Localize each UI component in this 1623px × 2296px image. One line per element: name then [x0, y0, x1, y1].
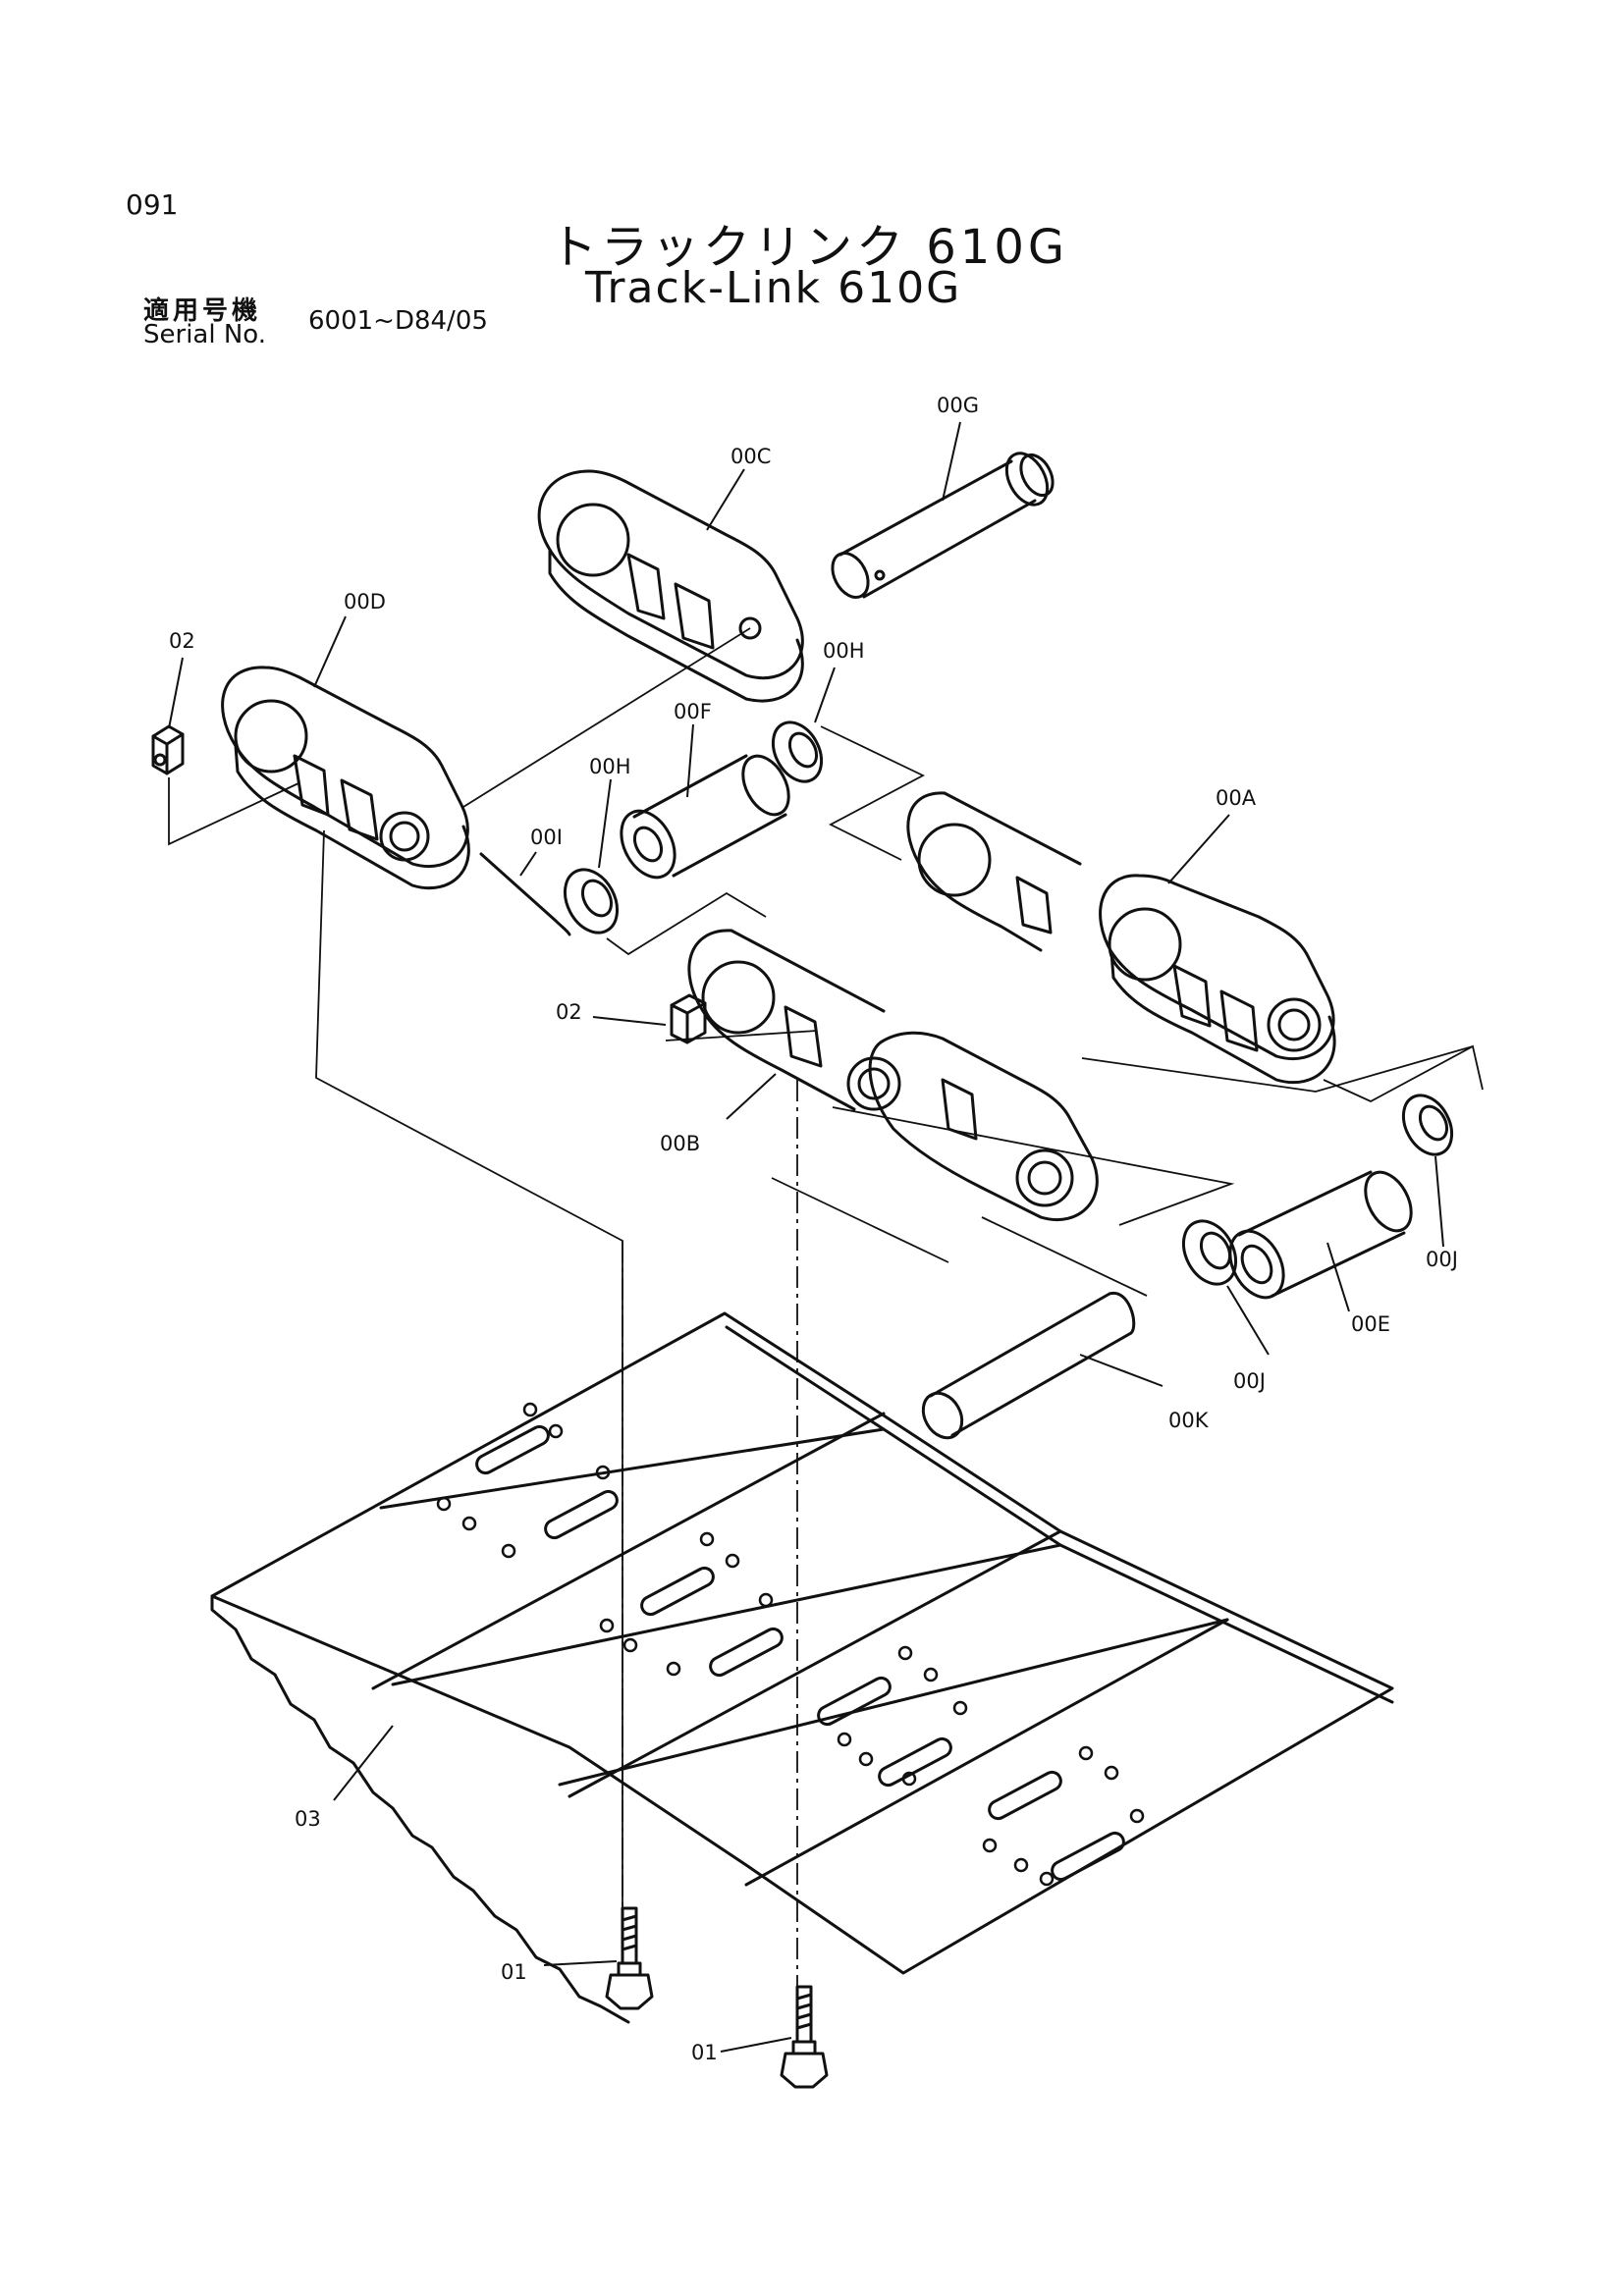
spring-pin-00I-part	[479, 852, 571, 936]
callout-00K: 00K	[1168, 1409, 1210, 1432]
callout-00B: 00B	[660, 1132, 700, 1155]
link-00D-part	[221, 666, 470, 890]
bolt-01b-part	[780, 1985, 829, 2089]
serial-label-english: Serial No.	[143, 320, 266, 349]
callout-00A: 00A	[1216, 786, 1257, 810]
callout-00H-upper: 00H	[823, 639, 865, 663]
link-00A-part	[906, 791, 1336, 1085]
track-shoes-03-part	[210, 1311, 1394, 2024]
callout-00I: 00I	[530, 826, 563, 849]
callout-01-right: 01	[691, 2041, 718, 2064]
serial-label-japanese: 適用号機	[143, 296, 262, 326]
pin-00G-part	[831, 452, 1055, 599]
callout-00C: 00C	[730, 445, 771, 468]
bushing-00E-part	[1228, 1170, 1413, 1300]
seal-00H-upper-part	[771, 721, 824, 783]
callout-03: 03	[295, 1807, 321, 1831]
title-japanese: トラックリンク 610G	[550, 220, 1069, 275]
callout-00G: 00G	[937, 394, 979, 417]
bolt-01a-part	[605, 1906, 654, 2010]
callout-00F: 00F	[674, 700, 712, 723]
callout-00H-lower: 00H	[589, 755, 631, 778]
nut-02a-part	[151, 724, 185, 775]
bushing-00F-part	[620, 754, 790, 880]
callout-02-upper: 02	[169, 629, 195, 653]
title-english: Track-Link 610G	[585, 263, 962, 313]
callout-00J-right: 00J	[1426, 1248, 1458, 1271]
seal-00J-left-part	[1181, 1219, 1238, 1286]
serial-range: 6001~D84/05	[308, 306, 488, 336]
callout-01-left: 01	[501, 1960, 527, 1984]
pin-00K-part	[921, 1292, 1136, 1440]
link-00B-part	[687, 929, 1099, 1221]
page-number: 091	[126, 188, 179, 221]
callout-02-middle: 02	[556, 1000, 582, 1024]
link-00C-part	[537, 469, 804, 703]
callout-00J-left: 00J	[1233, 1369, 1266, 1393]
seal-00H-lower-part	[563, 868, 620, 934]
callout-00D: 00D	[344, 590, 386, 614]
callout-00E: 00E	[1351, 1312, 1390, 1336]
nut-02b-part	[670, 993, 707, 1044]
seal-00J-right-part	[1401, 1094, 1454, 1156]
